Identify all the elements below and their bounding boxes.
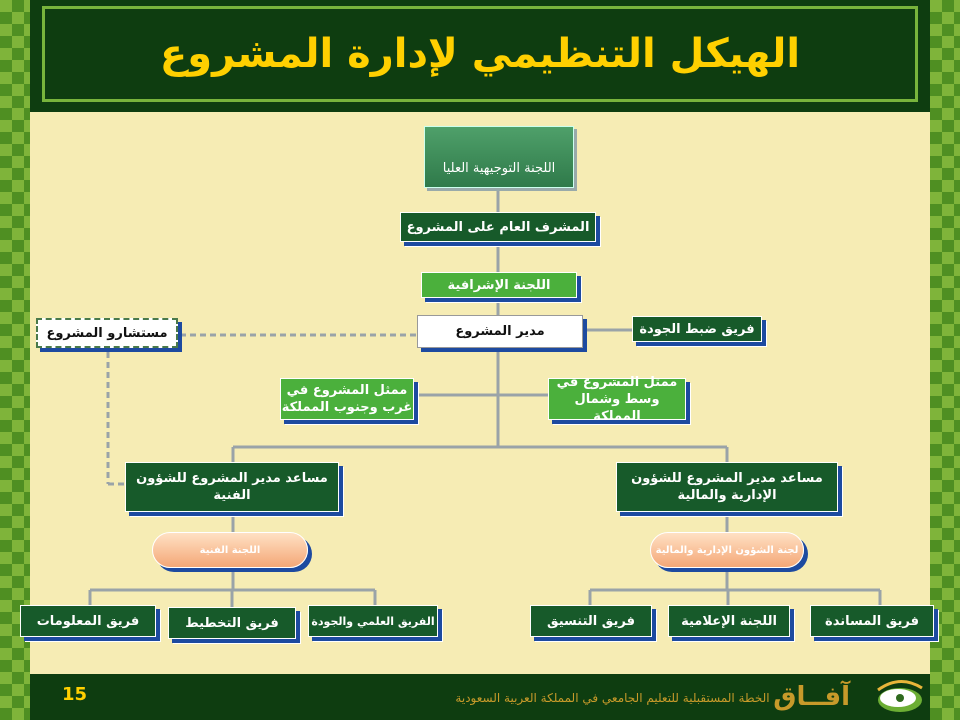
rep-center-north-box: ممثل المشروع في وسط وشمال المملكة — [548, 375, 686, 424]
brand-caption: الخطة المستقبلية للتعليم الجامعي في المم… — [455, 691, 770, 705]
right-checker-border — [930, 0, 960, 720]
media-committee-box: اللجنة الإعلامية — [668, 605, 790, 637]
assistant-admin-finance-box: مساعد مدير المشروع للشؤون الإدارية والما… — [616, 462, 838, 512]
coordination-team-box: فريق التنسيق — [530, 605, 652, 637]
quality-control-team-box: فريق ضبط الجودة — [632, 316, 762, 342]
supreme-steering-committee-box: اللجنة التوجيهية العليا — [424, 126, 574, 188]
org-chart-canvas — [30, 112, 930, 674]
assistant-technical-box: مساعد مدير المشروع للشؤون الفنية — [125, 462, 339, 512]
project-manager-box: مدير المشروع — [417, 315, 583, 348]
page-number: 15 — [62, 684, 88, 705]
information-team-box: فريق المعلومات — [20, 605, 156, 637]
left-checker-border — [0, 0, 30, 720]
footer-bar — [30, 674, 930, 720]
support-team-box: فريق المساندة — [810, 605, 934, 637]
planning-team-box: فريق التخطيط — [168, 607, 296, 639]
title-frame — [42, 6, 918, 102]
afaq-logo-icon — [877, 680, 923, 712]
slide-title: الهيكل التنظيمي لإدارة المشروع — [159, 31, 801, 77]
rep-west-south-box: ممثل المشروع في غرب وجنوب المملكة — [280, 378, 414, 420]
title-bar — [30, 0, 930, 112]
admin-finance-committee-box: لجنة الشؤون الإدارية والمالية — [650, 532, 804, 568]
general-supervisor-box: المشرف العام على المشروع — [400, 212, 596, 242]
scientific-quality-team-box: الفريق العلمي والجودة — [308, 605, 438, 637]
technical-committee-box: اللجنة الفنية — [152, 532, 308, 568]
supervisory-committee-box: اللجنة الإشرافية — [421, 272, 577, 298]
project-consultants-box: مستشارو المشروع — [36, 318, 178, 348]
brand-name: آفــاق — [773, 682, 850, 712]
